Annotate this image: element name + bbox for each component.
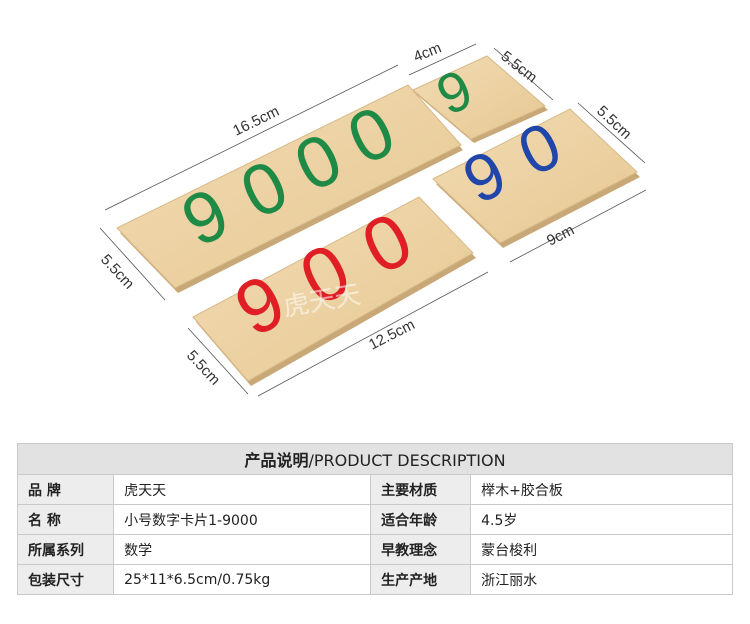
spec-value: 4.5岁: [470, 504, 733, 535]
spec-key: 所属系列: [16, 534, 115, 565]
dim-thousands-length: 16.5cm: [230, 103, 282, 140]
spec-key: 主要材质: [370, 474, 472, 505]
spec-value: 数学: [113, 534, 372, 565]
spec-title-en: /PRODUCT DESCRIPTION: [308, 451, 506, 470]
spec-key: 包装尺寸: [16, 564, 115, 595]
dimension-lines: [99, 43, 647, 397]
product-photo: 9 0 0 0 9 0 0 9 0 9 16.5cm 5.5cm 12.5cm: [97, 39, 647, 397]
spec-title: 产品说明/PRODUCT DESCRIPTION: [17, 443, 733, 475]
dim-hundreds-length: 12.5cm: [366, 316, 418, 353]
spec-value: 25*11*6.5cm/0.75kg: [113, 564, 372, 595]
spec-key: 品 牌: [16, 474, 115, 505]
spec-row: 包装尺寸 25*11*6.5cm/0.75kg 生产产地 浙江丽水: [16, 564, 733, 595]
spec-key: 生产产地: [370, 564, 472, 595]
spec-value: 浙江丽水: [470, 564, 733, 595]
spec-value: 小号数字卡片1-9000: [113, 504, 372, 535]
dim-tens-length: 9cm: [544, 222, 577, 250]
product-description-table: 产品说明/PRODUCT DESCRIPTION 品 牌 虎天天 主要材质 榉木…: [16, 443, 733, 595]
units-card: 9: [412, 55, 548, 143]
spec-key: 早教理念: [370, 534, 472, 565]
tens-card: 9 0: [432, 107, 640, 248]
hundreds-card: 9 0 0: [192, 196, 476, 386]
spec-row: 品 牌 虎天天 主要材质 榉木+胶合板: [16, 474, 733, 505]
dim-units-length: 4cm: [411, 39, 444, 65]
spec-row: 所属系列 数学 早教理念 蒙台梭利: [16, 534, 733, 565]
spec-value: 虎天天: [113, 474, 372, 505]
spec-key: 适合年龄: [370, 504, 472, 535]
spec-title-cn: 产品说明: [244, 451, 309, 470]
dim-hundreds-height: 5.5cm: [183, 347, 223, 388]
dim-thousands-height: 5.5cm: [97, 251, 137, 292]
spec-key: 名 称: [16, 504, 115, 535]
spec-value: 榉木+胶合板: [470, 474, 733, 505]
spec-value: 蒙台梭利: [470, 534, 733, 565]
thousands-card: 9 0 0 0: [116, 84, 463, 293]
spec-row: 名 称 小号数字卡片1-9000 适合年龄 4.5岁: [16, 504, 733, 535]
